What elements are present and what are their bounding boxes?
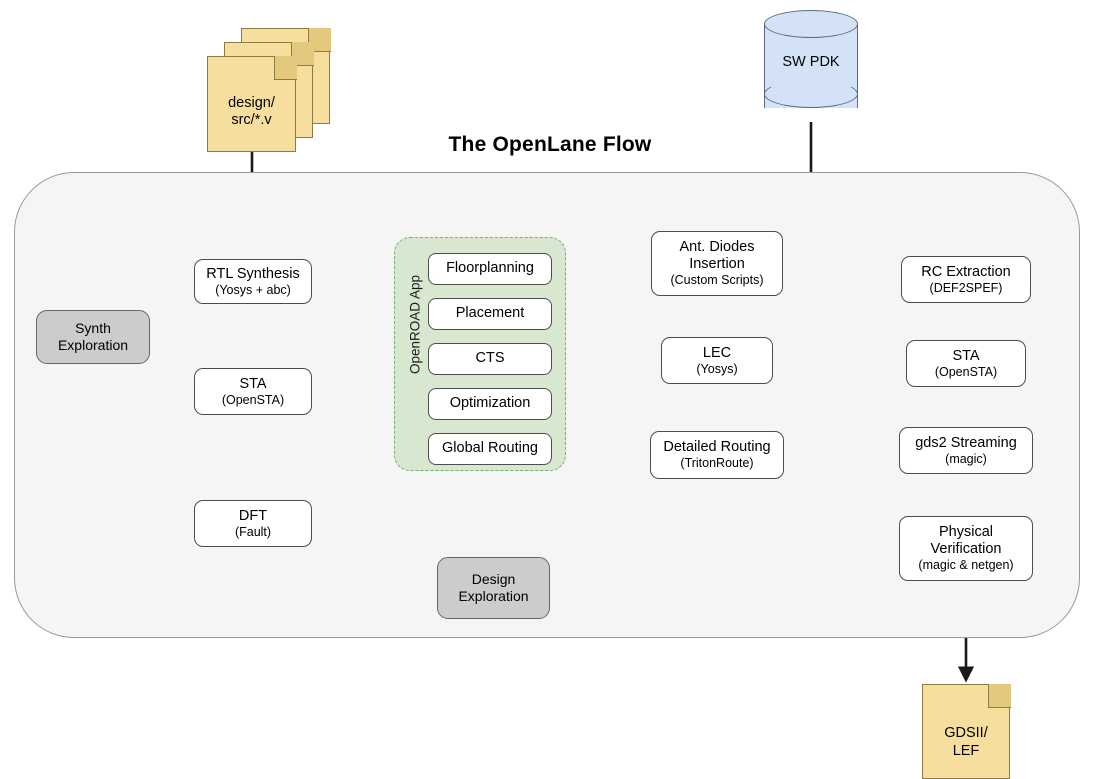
global-routing-title: Global Routing — [442, 440, 538, 457]
sta-post-synth-title: STA — [239, 375, 267, 392]
synth-exploration-line2: Exploration — [57, 337, 129, 353]
page-title: The OpenLane Flow — [448, 133, 652, 156]
node-ant-diodes-insertion[interactable]: Ant. Diodes Insertion (Custom Scripts) — [651, 231, 783, 296]
gds2-streaming-title: gds2 Streaming — [915, 434, 1017, 451]
cylinder-top-ellipse — [764, 10, 858, 38]
ant-diodes-subtitle: (Custom Scripts) — [670, 273, 764, 288]
gdsii-document-fold-icon — [988, 684, 1011, 708]
design-sources-line1: design/ — [228, 94, 275, 111]
lec-subtitle: (Yosys) — [696, 361, 738, 376]
openroad-app-label: OpenROAD App — [407, 274, 423, 375]
sw-pdk-label: SW PDK — [782, 54, 840, 70]
cts-title: CTS — [475, 350, 505, 367]
sta-post-synth-subtitle: (OpenSTA) — [221, 392, 285, 407]
floorplanning-title: Floorplanning — [446, 260, 534, 277]
rc-extraction-title: RC Extraction — [921, 263, 1011, 280]
node-sta-post-synth[interactable]: STA (OpenSTA) — [194, 368, 312, 415]
dft-title: DFT — [238, 507, 268, 524]
node-optimization[interactable]: Optimization — [428, 388, 552, 420]
cylinder-bottom-ellipse — [764, 80, 858, 108]
node-gds2-streaming[interactable]: gds2 Streaming (magic) — [899, 427, 1033, 474]
dft-subtitle: (Fault) — [234, 524, 272, 539]
node-sta-signoff[interactable]: STA (OpenSTA) — [906, 340, 1026, 387]
node-rtl-synthesis[interactable]: RTL Synthesis (Yosys + abc) — [194, 259, 312, 304]
physical-verification-title-line1: Physical — [939, 524, 993, 541]
node-design-exploration[interactable]: Design Exploration — [437, 557, 550, 619]
placement-title: Placement — [455, 305, 525, 322]
ant-diodes-title-line1: Ant. Diodes — [679, 239, 755, 256]
node-synth-exploration[interactable]: Synth Exploration — [36, 310, 150, 364]
node-floorplanning[interactable]: Floorplanning — [428, 253, 552, 285]
node-rc-extraction[interactable]: RC Extraction (DEF2SPEF) — [901, 256, 1031, 303]
node-physical-verification[interactable]: Physical Verification (magic & netgen) — [899, 516, 1033, 581]
rtl-synthesis-title: RTL Synthesis — [206, 265, 300, 282]
physical-verification-subtitle: (magic & netgen) — [918, 558, 1014, 573]
node-cts[interactable]: CTS — [428, 343, 552, 375]
rc-extraction-subtitle: (DEF2SPEF) — [929, 280, 1003, 295]
ant-diodes-title-line2: Insertion — [689, 256, 745, 273]
sw-pdk-cylinder: SW PDK — [764, 10, 858, 122]
design-sources-label: design/ src/*.v — [228, 79, 275, 130]
design-exploration-line1: Design — [471, 571, 516, 588]
gds2-streaming-subtitle: (magic) — [945, 451, 987, 466]
node-lec[interactable]: LEC (Yosys) — [661, 337, 773, 384]
detailed-routing-subtitle: (TritonRoute) — [680, 456, 754, 471]
design-exploration-line2: Exploration — [458, 588, 529, 604]
lec-title: LEC — [702, 344, 732, 361]
document-fold-front-icon — [274, 56, 297, 80]
design-sources-line2: src/*.v — [231, 112, 272, 128]
node-placement[interactable]: Placement — [428, 298, 552, 330]
gdsii-lef-line2: LEF — [952, 742, 980, 759]
sta-signoff-title: STA — [952, 347, 980, 364]
synth-exploration-line1: Synth — [75, 320, 111, 337]
gdsii-lef-line1: GDSII/ — [944, 725, 988, 742]
detailed-routing-title: Detailed Routing — [663, 439, 771, 456]
rtl-synthesis-subtitle: (Yosys + abc) — [215, 282, 291, 297]
node-detailed-routing[interactable]: Detailed Routing (TritonRoute) — [650, 431, 784, 479]
gdsii-lef-label: GDSII/ LEF — [944, 703, 988, 760]
optimization-title: Optimization — [449, 395, 531, 412]
node-dft[interactable]: DFT (Fault) — [194, 500, 312, 547]
sta-signoff-subtitle: (OpenSTA) — [934, 364, 998, 379]
node-global-routing[interactable]: Global Routing — [428, 433, 552, 465]
physical-verification-title-line2: Verification — [930, 541, 1002, 558]
